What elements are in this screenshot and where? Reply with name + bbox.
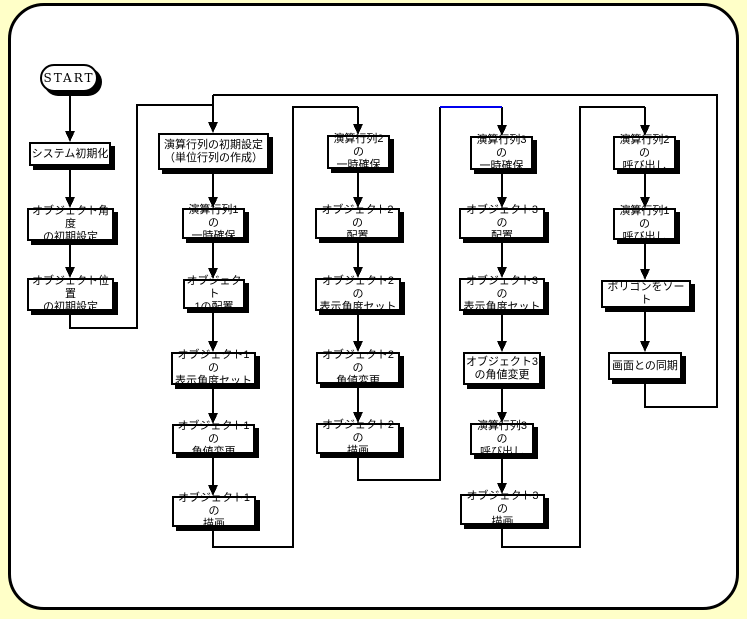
node-matrix3-call: 演算行列3の 呼び出し <box>470 420 534 458</box>
node-start: START <box>40 64 98 92</box>
node-object3-draw: オブジェクト3の 描画 <box>460 490 545 528</box>
node-object2-angle-set: オブジェクト2の 表示角度セット <box>315 275 401 313</box>
node-polygon-sort: ポリゴンをソート <box>601 280 691 308</box>
node-screen-sync: 画面との同期 <box>608 352 682 380</box>
node-object2-angle-change: オブジェクト2の 角値変更 <box>316 349 400 387</box>
arrow-heads <box>65 122 650 496</box>
node-system-init: システム初期化 <box>29 142 111 166</box>
connector-elbows <box>69 94 718 548</box>
node-matrix2-alloc: 演算行列2の 一時確保 <box>327 133 390 171</box>
node-object-angle-init: オブジェクト角度 の初期設定 <box>27 205 114 243</box>
node-matrix3-alloc: 演算行列3の 一時確保 <box>470 134 533 172</box>
node-matrix1-alloc: 演算行列1の 一時確保 <box>182 204 245 242</box>
node-object1-angle-change: オブジェクト1の 角値変更 <box>172 420 255 458</box>
node-object3-angle-change: オブジェクト3 の角値変更 <box>463 352 541 385</box>
node-object1-place: オブジェクト 1の配置 <box>183 275 245 313</box>
node-matrix1-call: 演算行列1の 呼び出し <box>613 205 676 243</box>
node-matrix-init: 演算行列の初期設定 （単位行列の作成） <box>158 133 269 170</box>
node-object2-draw: オブジェクト2の 描画 <box>316 419 400 457</box>
node-object2-place: オブジェクト2の 配置 <box>315 204 400 242</box>
node-object1-draw: オブジェクト1の 描画 <box>172 492 256 530</box>
node-matrix2-call: 演算行列2の 呼び出し <box>613 134 676 172</box>
node-object1-angle-set: オブジェクト1の 表示角度セット <box>171 349 256 387</box>
node-object3-place: オブジェクト3の 配置 <box>459 204 545 242</box>
node-object-position-init: オブジェクト位置 の初期設定 <box>27 275 114 313</box>
connector-lines <box>69 92 646 485</box>
node-object3-angle-set: オブジェクト3の 表示角度セット <box>459 275 545 313</box>
